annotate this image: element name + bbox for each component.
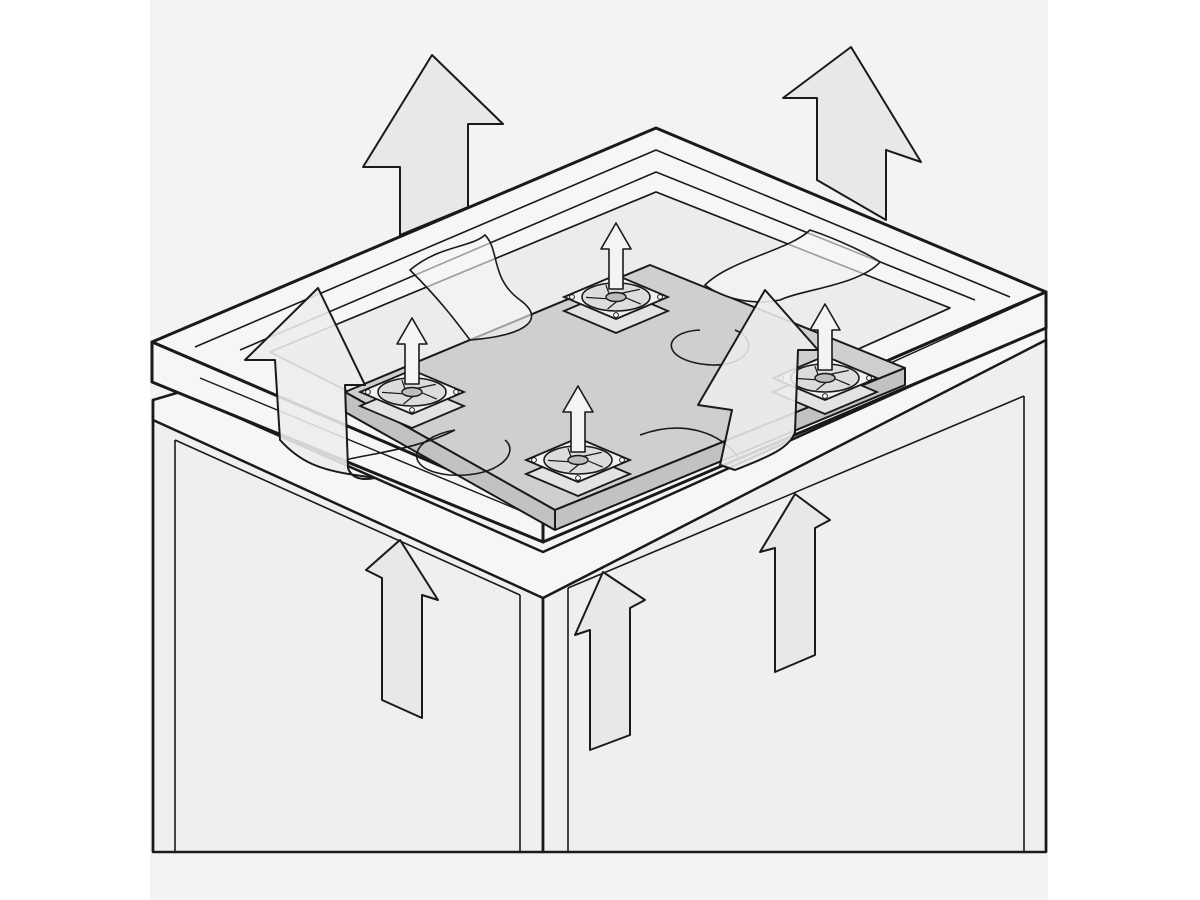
fan-blade	[585, 296, 610, 300]
fan-blade	[794, 377, 819, 381]
exhaust-arrow-right	[782, 46, 922, 221]
fan-icon	[770, 303, 880, 415]
fan-screw-hole	[569, 294, 575, 300]
fan-screw-hole	[531, 457, 537, 463]
intake-arrow-right	[759, 493, 831, 673]
fan-icon	[357, 317, 467, 429]
fan-blade	[381, 391, 406, 395]
fan-blade	[585, 459, 603, 468]
fan-blade	[832, 377, 850, 386]
exhaust-arrow-left	[362, 54, 504, 236]
fan-blade	[419, 391, 437, 400]
fan-screw-hole	[365, 389, 371, 395]
fan-icon	[561, 222, 671, 334]
airflow-arrow-icon	[562, 385, 594, 453]
duct-arrow-left	[244, 287, 376, 480]
fan-blade	[547, 459, 572, 463]
fan-screw-hole	[657, 294, 663, 300]
fan-screw-hole	[619, 457, 625, 463]
fan-hub	[401, 386, 423, 398]
fan-icon	[523, 385, 633, 497]
fan-screw-hole	[453, 389, 459, 395]
fan-screw-hole	[866, 375, 872, 381]
fan-screw-hole	[409, 407, 415, 413]
airflow-arrow-icon	[600, 222, 632, 290]
intake-arrow-center	[574, 571, 646, 751]
fan-screw-hole	[575, 475, 581, 481]
airflow-ribbons	[408, 229, 882, 341]
fan-hub	[605, 291, 627, 303]
intake-arrows	[365, 493, 831, 751]
duct-arrows	[244, 287, 819, 480]
cable-lead-left	[344, 429, 456, 461]
ribbon-left	[408, 233, 533, 341]
rim-line-left	[174, 439, 521, 596]
duct-arrow-right	[697, 289, 819, 471]
roof-inner-edge-1	[194, 149, 1011, 348]
fans	[357, 222, 880, 497]
airflow-arrow-icon	[809, 303, 841, 371]
airflow-arrow-icon	[396, 317, 428, 385]
fan-screw-hole	[822, 393, 828, 399]
roof-rail-1	[199, 377, 544, 521]
fan-hub	[814, 372, 836, 384]
fan-screw-hole	[613, 312, 619, 318]
exhaust-arrows	[362, 46, 922, 236]
fan-blade	[623, 296, 641, 305]
fan-hub	[567, 454, 589, 466]
intake-arrow-left	[365, 539, 439, 719]
rim-line-right	[567, 395, 1025, 589]
